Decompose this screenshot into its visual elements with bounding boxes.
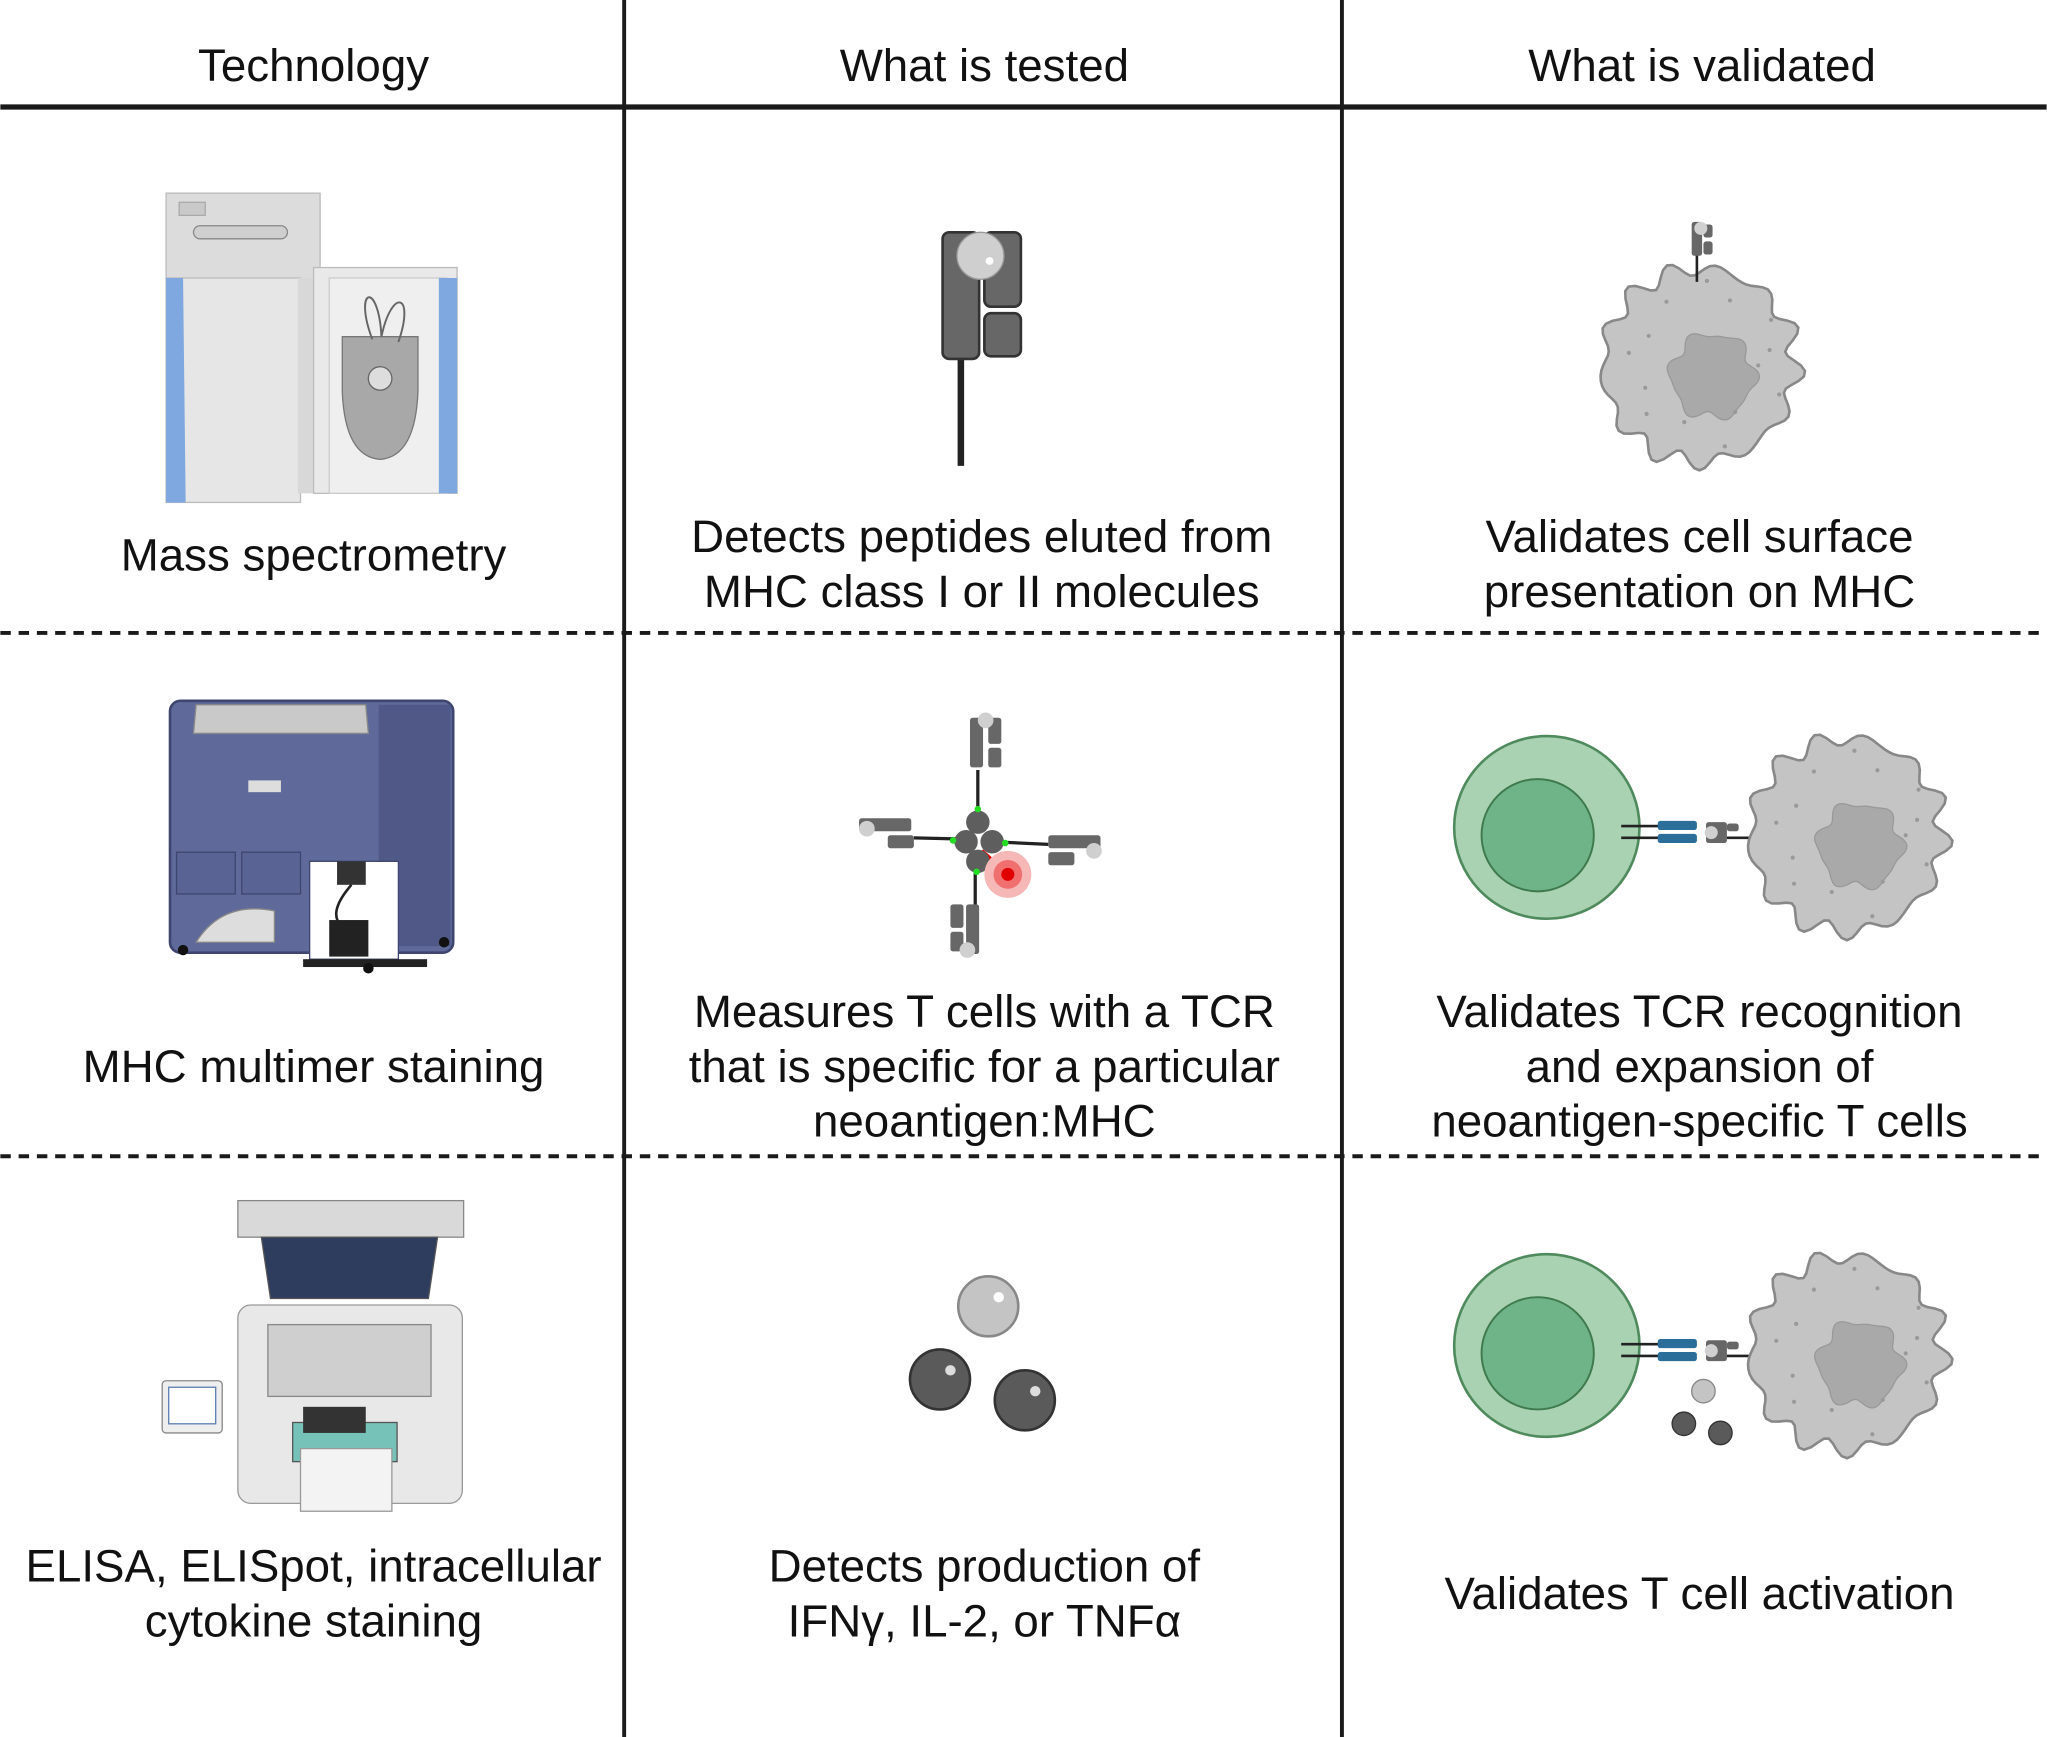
cytokine-spheres-icon xyxy=(1671,1378,1733,1446)
t-cell-icon xyxy=(1452,1252,1641,1439)
row3-technology-line2: cytokine staining xyxy=(145,1596,483,1647)
row2-tested-line2: that is specific for a particular xyxy=(689,1041,1280,1092)
row3-technology-line1: ELISA, ELISpot, intracellular xyxy=(26,1541,602,1592)
row1-tested-line1: Detects peptides eluted from xyxy=(691,511,1272,562)
header-what-is-validated: What is validated xyxy=(1528,40,1876,91)
t-cell-icon xyxy=(1452,734,1641,921)
row1-validated-line2: presentation on MHC xyxy=(1484,566,1915,617)
row2-validated-line3: neoantigen-specific T cells xyxy=(1431,1096,1967,1147)
row2-validated-line1: Validates TCR recognition xyxy=(1436,986,1962,1037)
row3-tested-line1: Detects production of xyxy=(769,1541,1201,1592)
surface-mhc-icon xyxy=(1691,221,1713,282)
row3-validated: Validates T cell activation xyxy=(1444,1568,1954,1619)
row1-tested-line2: MHC class I or II molecules xyxy=(704,566,1260,617)
mass-spectrometer-icon xyxy=(165,192,458,504)
mhc-peptide-icon xyxy=(941,230,1023,466)
cytokine-spheres-icon xyxy=(908,1275,1057,1432)
header-technology: Technology xyxy=(198,40,429,91)
plate-reader-icon xyxy=(161,1199,465,1512)
tcell-tumor-recognition-icon xyxy=(1452,733,1954,942)
row1-technology: Mass spectrometry xyxy=(121,529,507,580)
row1-validated-line1: Validates cell surface xyxy=(1485,511,1913,562)
flow-cytometer-icon xyxy=(168,699,455,974)
tcr-mhc-complex-icon xyxy=(1621,820,1765,844)
tumor-cell-icon xyxy=(1746,733,1954,942)
row2-tested-line3: neoantigen:MHC xyxy=(813,1096,1156,1147)
tumor-cell-icon xyxy=(1599,263,1807,472)
row3-tested-line2: IFNγ, IL-2, or TNFα xyxy=(788,1596,1181,1647)
row2-validated-line2: and expansion of xyxy=(1526,1041,1874,1092)
mhc-multimer-icon xyxy=(859,712,1102,958)
row2-tested-line1: Measures T cells with a TCR xyxy=(694,986,1275,1037)
tumor-cell-icon xyxy=(1746,1251,1954,1460)
tcell-activation-icon xyxy=(1452,1251,1954,1460)
header-what-is-tested: What is tested xyxy=(840,40,1129,91)
tcr-mhc-complex-icon xyxy=(1621,1338,1765,1362)
row2-technology: MHC multimer staining xyxy=(83,1041,545,1092)
